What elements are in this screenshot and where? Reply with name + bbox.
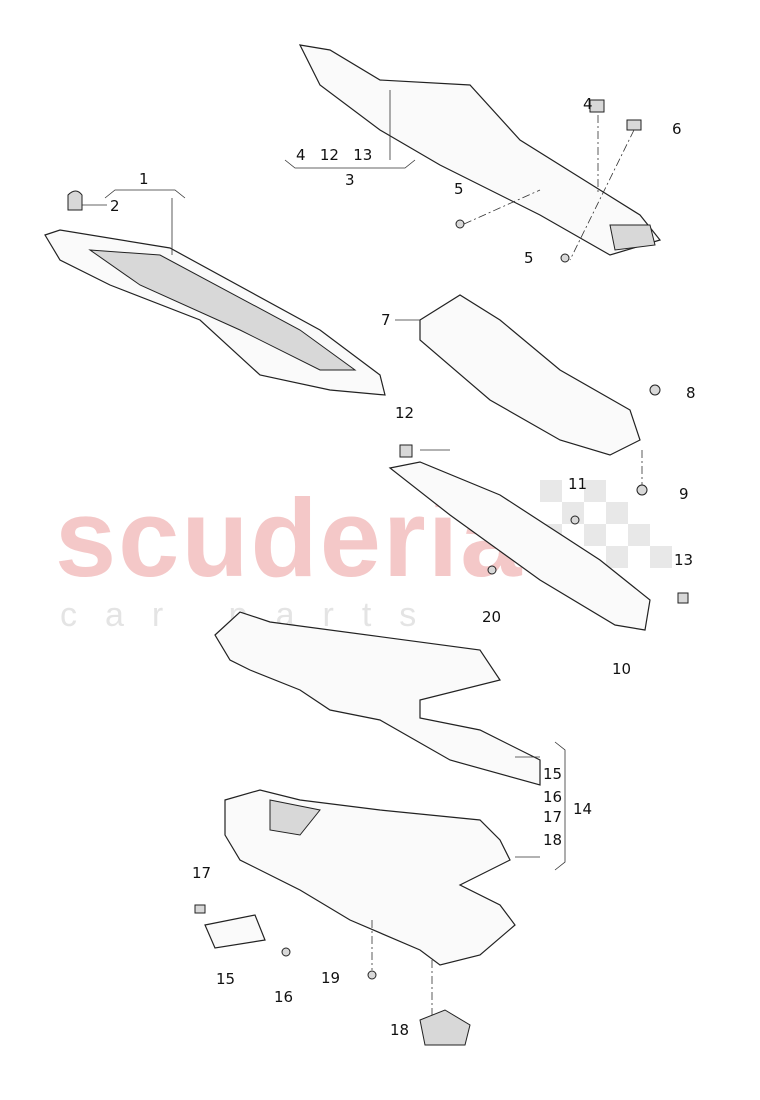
part-14-tray	[224, 789, 516, 966]
part-6-clip	[626, 119, 642, 131]
callout-12: 12	[395, 404, 415, 422]
callout-10: 10	[612, 660, 632, 678]
part-15-mat	[214, 611, 541, 786]
callout-4: 4	[583, 95, 593, 113]
bracket-14	[554, 741, 566, 871]
callout-11: 11	[568, 475, 588, 493]
part-19-screw	[367, 970, 377, 980]
bracket-3	[284, 159, 416, 169]
part-1-glovebox-lid	[44, 189, 386, 396]
part-9-screw	[636, 484, 648, 496]
part-7-trim	[395, 294, 641, 456]
part-3-glovebox-upper	[298, 44, 662, 256]
part-20-nut	[487, 565, 497, 575]
part-12-clip	[399, 444, 413, 458]
callout-17: 17	[192, 864, 212, 882]
callout-14-15: 15	[543, 765, 563, 783]
part-8-nut	[649, 384, 661, 396]
callout-14-17: 17	[543, 808, 563, 826]
part-2-clip	[67, 190, 83, 211]
callout-8: 8	[686, 384, 696, 402]
callout-16: 16	[274, 988, 294, 1006]
callout-5: 5	[524, 249, 534, 267]
callout-15: 15	[216, 970, 236, 988]
part-5-screw	[455, 219, 465, 229]
callout-5: 5	[454, 180, 464, 198]
part-17-clip	[194, 904, 206, 914]
callout-1: 1	[139, 170, 149, 188]
callout-3-subparts: 4 12 13	[296, 146, 373, 164]
callout-3: 3	[345, 171, 355, 189]
callout-13: 13	[674, 551, 694, 569]
callout-7: 7	[381, 311, 391, 329]
callout-9: 9	[679, 485, 689, 503]
callout-19: 19	[321, 969, 341, 987]
part-13-clip	[677, 592, 689, 604]
callout-14-16: 16	[543, 788, 563, 806]
callout-18: 18	[390, 1021, 410, 1039]
callout-14-18: 18	[543, 831, 563, 849]
callout-14: 14	[573, 800, 593, 818]
part-5-screw	[560, 253, 570, 263]
callout-2: 2	[110, 197, 120, 215]
part-18-sensor	[419, 1009, 471, 1046]
callout-20: 20	[482, 608, 502, 626]
part-11-nut	[570, 515, 580, 525]
part-15-plate	[204, 914, 266, 949]
part-10-bracket	[388, 449, 651, 631]
part-16-nut	[281, 947, 291, 957]
callout-6: 6	[672, 120, 682, 138]
part-4-clip	[589, 99, 605, 113]
